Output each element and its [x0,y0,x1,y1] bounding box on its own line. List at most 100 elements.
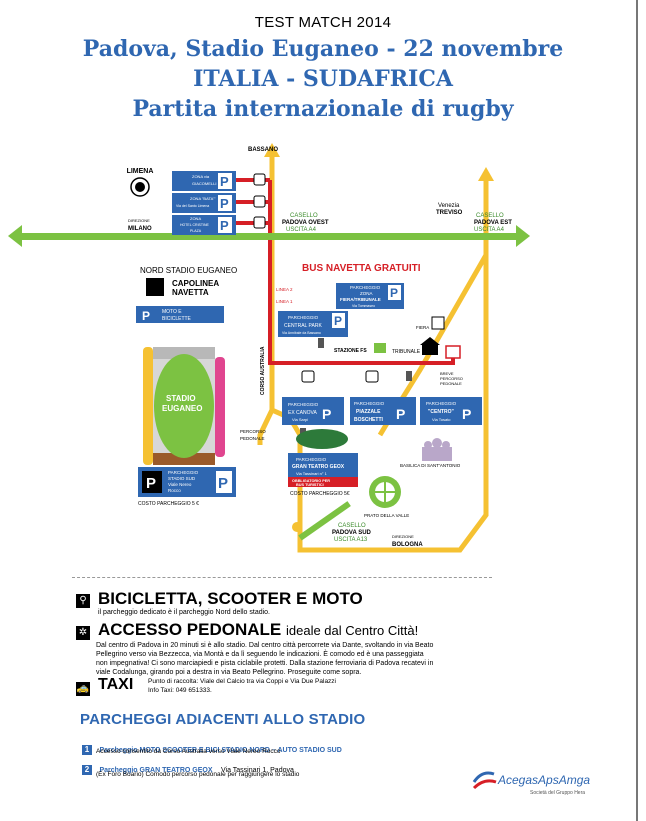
label-prato: PRATO DELLA VALLE [364,513,409,518]
label-uscita-ovest: USCITA A4 [286,227,317,233]
svg-text:Via Tosato: Via Tosato [432,417,451,422]
parking-centro: PARCHEGGIO "CENTRO" Via Tosato P [420,397,482,425]
parking-piazzale-boschetti: PARCHEGGIO PIAZZALE BOSCHETTI P [350,397,416,425]
bus-stop-icons-north [253,173,266,229]
section-taxi-title: TAXI [98,676,134,693]
parking-p-icon: P [142,309,150,323]
label-milano: MILANO [128,226,152,232]
svg-text:PARCHEGGIO: PARCHEGGIO [426,401,457,406]
bus-navetta-title: BUS NAVETTA GRATUITI [302,263,421,274]
label-tribunale: TRIBUNALE [392,349,421,355]
pedestrian-icon [318,338,324,348]
bus-stop-east-icon [445,345,461,359]
svg-text:FIERA/TRIBUNALE: FIERA/TRIBUNALE [340,297,381,302]
acegas-swoosh-icon: AcegasApsAmga Società del Gruppo Hera [472,771,590,796]
svg-text:P: P [396,406,405,422]
svg-text:Viale Nereo: Viale Nereo [168,482,192,487]
svg-text:Via Sarpi: Via Sarpi [292,417,308,422]
parking-1-number: 1 [82,745,92,755]
green-motorway-a13 [298,501,351,541]
parking-bata-l2: Via del Santo Limena [176,204,209,208]
svg-text:CENTRAL PARK: CENTRAL PARK [284,323,322,329]
svg-text:ZONA: ZONA [360,291,373,296]
label-euganeo: EUGANEO [162,404,202,413]
label-breve-3: PEDONALE [440,381,462,386]
label-uscita-sud: USCITA A13 [334,537,368,543]
green-motorway-a4 [8,225,530,247]
label-linea1: LINEA 1 [276,299,293,304]
label-bologna-dir: DIREZIONE [392,534,414,539]
section-pedonale-suffix: ideale dal Centro Città! [285,623,419,638]
svg-text:P: P [218,475,228,492]
pedestrian-start-icon [292,522,302,532]
parking-p-icon: P [220,218,229,233]
parking-stack-north: ZONA via GIACOMELLI ZONA "BATA'" Via del… [172,171,236,235]
parking-2-number: 2 [82,765,92,775]
label-treviso: TREVISO [436,210,463,216]
parking-2-sub: (Ex Foro Boario) Comodo percorso pedonal… [96,771,300,778]
label-padova-sud: PADOVA SUD [332,530,372,536]
parking-hotel-l3: PLAZA [190,229,202,233]
label-moto: MOTO E [162,309,182,315]
parking-hotel-l2: HOTEL CRISTINE [180,223,210,227]
label-costo-geox: COSTO PARCHEGGIO 5€ [290,491,350,497]
svg-text:P: P [146,475,156,492]
train-station-icon [374,343,386,353]
bus-icon [146,278,164,296]
headline-subtitle: Partita internazionale di rugby [132,96,514,122]
section-bici-title: BICICLETTA, SCOOTER E MOTO [98,589,363,608]
section-pedonale-text: Dal centro di Padova in 20 minuti si è a… [96,642,434,676]
yellow-road-arrows [264,143,494,181]
parking-moto-box [136,306,224,323]
svg-text:EX CANOVA: EX CANOVA [288,410,317,416]
section-bici-text: il parcheggio dedicato è il parcheggio N… [98,609,270,616]
label-percorso-1: PERCORSO [240,429,266,434]
svg-text:P: P [390,286,398,300]
svg-text:Via Tommaseo: Via Tommaseo [352,304,375,308]
parking-2-row: 2 Parcheggio GRAN TEATRO GEOX Via Tassin… [82,759,294,777]
taxi-icon: 🚕 [76,681,90,696]
acegas-logo-name: AcegasApsAmga [497,773,590,787]
svg-text:STADIO SUD: STADIO SUD [168,476,196,481]
svg-text:PARCHEGGIO: PARCHEGGIO [288,402,319,407]
parcheggi-title: PARCHEGGI ADIACENTI ALLO STADIO [80,711,366,728]
section-divider [72,577,492,578]
label-limena: LIMENA [127,168,154,175]
parking-1-title: Parcheggio MOTO SCOOTER E BICI STADIO NO… [99,747,342,754]
svg-text:Via Annibale da Bassano: Via Annibale da Bassano [282,331,321,335]
stadium-drawing [143,347,225,465]
label-padova-est: PADOVA EST [474,220,512,226]
label-casello-est: CASELLO [476,213,504,219]
svg-text:"CENTRO": "CENTRO" [428,409,454,415]
svg-text:GRAN TEATRO GEOX: GRAN TEATRO GEOX [292,464,345,470]
svg-text:BOSCHETTI: BOSCHETTI [354,417,384,423]
section-taxi-line2: Info Taxi: 049 651333. [148,687,212,694]
tribunale-icon [420,337,440,345]
parking-gran-teatro-geox: PARCHEGGIO GRAN TEATRO GEOX Via Tassinar… [288,453,358,487]
section-taxi-line1: Punto di raccolta: Viale del Calcio tra … [148,678,337,685]
parking-2-title: Parcheggio GRAN TEATRO GEOX [99,767,213,774]
label-costo-sud: COSTO PARCHEGGIO 5 € [138,501,199,507]
parking-1-sub: Accesso consentito da Corso Australia ve… [96,748,281,755]
label-capolinea: CAPOLINEA [172,279,219,288]
label-padova-ovest: PADOVA OVEST [282,220,329,226]
acegas-logo: AcegasApsAmga Società del Gruppo Hera [472,768,612,803]
label-breve-1: BREVE [440,371,454,376]
parking-hotel-l1: ZONA [190,216,201,221]
parking-giacomelli-l2: GIACOMELLI [192,181,216,186]
svg-text:P: P [322,406,331,422]
svg-text:PARCHEGGIO: PARCHEGGIO [288,315,319,320]
svg-text:PIAZZALE: PIAZZALE [356,409,381,415]
parking-p-icon: P [220,174,229,189]
pedestrian-section-icon: ✲ [76,624,90,642]
label-corso-australia: CORSO AUSTRALIA [260,346,266,395]
parking-p-icon: P [220,196,229,211]
access-map: LIMENA DIREZIONE MILANO BASSANO ZONA via… [8,143,530,553]
label-stadio: STADIO [166,394,196,403]
label-venezia: Venezia [438,203,460,209]
svg-text:P: P [462,406,471,422]
parking-stadio-sud: P PARCHEGGIO STADIO SUD Viale Nereo Rocc… [138,467,236,497]
svg-text:PARCHEGGIO: PARCHEGGIO [350,285,381,290]
label-milano-dir: DIREZIONE [128,218,150,223]
parking-ex-canova: PARCHEGGIO EX CANOVA Via Sarpi P [282,397,344,425]
